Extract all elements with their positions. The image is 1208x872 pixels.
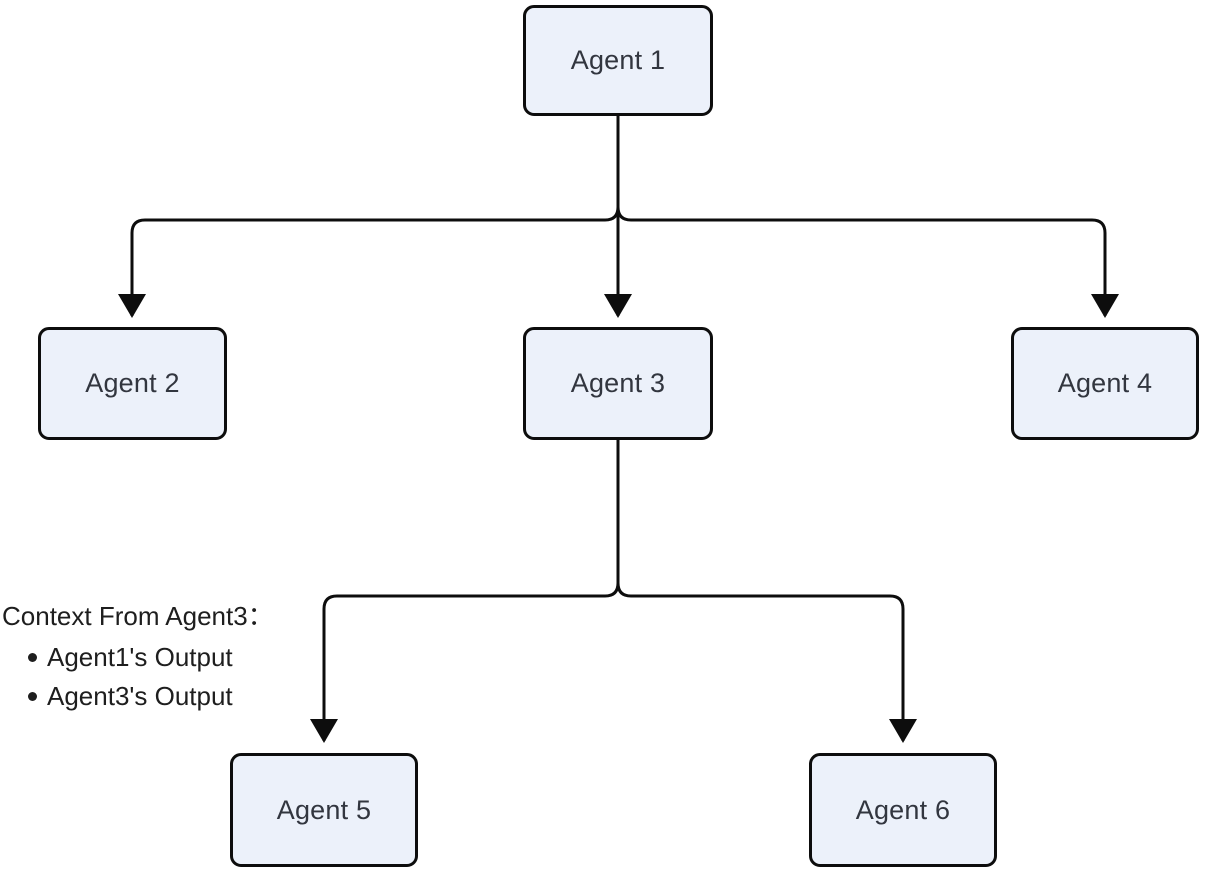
annotation-list: Agent1's Output Agent3's Output [2, 642, 274, 711]
node-agent6-label: Agent 6 [855, 794, 951, 825]
node-agent5-label: Agent 5 [276, 794, 372, 825]
annotation-item-2-text: Agent3's Output [47, 681, 233, 711]
node-agent2-label: Agent 2 [85, 368, 180, 398]
annotation-title: Context From Agent3： [2, 601, 274, 631]
context-annotation: Context From Agent3： Agent1's Output Age… [2, 599, 274, 711]
annotation-item-2: Agent3's Output [2, 681, 274, 711]
node-agent3-label: Agent 3 [570, 368, 666, 398]
bullet-icon [28, 692, 37, 701]
node-agent6: Agent 6 [809, 753, 997, 867]
node-agent2: Agent 2 [38, 327, 227, 440]
node-agent4: Agent 4 [1011, 327, 1199, 440]
edge-agent1-agent4 [616, 116, 1119, 318]
node-agent1: Agent 1 [523, 5, 713, 116]
node-agent3: Agent 3 [523, 327, 713, 440]
edge-agent3-agent5 [310, 440, 620, 743]
annotation-item-1: Agent1's Output [2, 642, 274, 672]
node-agent1-label: Agent 1 [570, 45, 666, 75]
bullet-icon [28, 653, 37, 662]
annotation-item-1-text: Agent1's Output [47, 642, 233, 672]
node-agent5: Agent 5 [230, 753, 418, 867]
edge-agent1-agent2 [118, 116, 620, 318]
node-agent4-label: Agent 4 [1057, 368, 1153, 398]
edge-agent3-agent6 [616, 440, 917, 743]
